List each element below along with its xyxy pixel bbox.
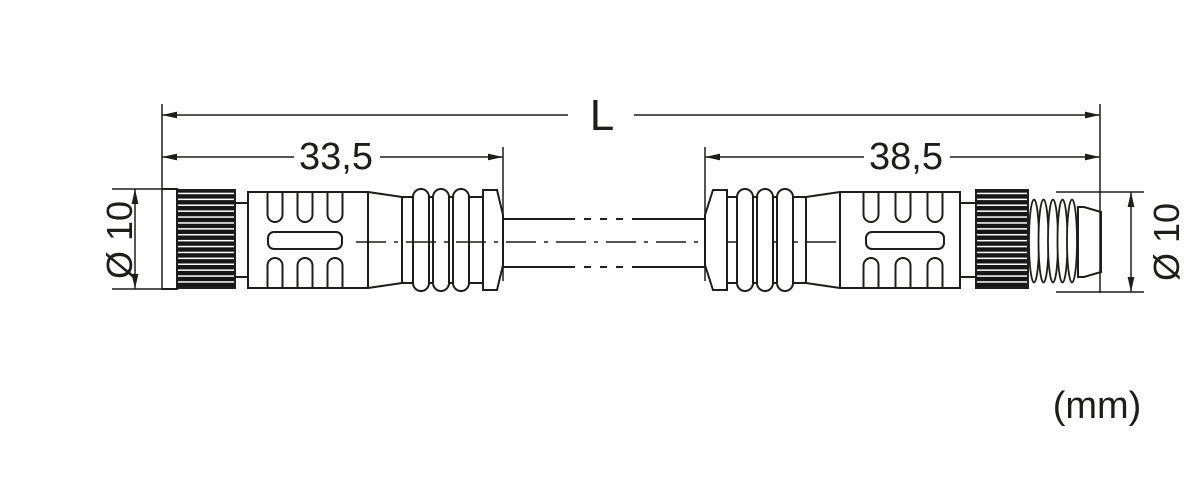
rib	[776, 188, 794, 292]
rib	[736, 188, 754, 292]
strain-relief	[704, 188, 807, 292]
grip-notch	[326, 191, 344, 223]
male-connector	[704, 188, 1102, 292]
knurled-nut	[176, 189, 236, 289]
dimension-right-connector-length: 38,5	[704, 136, 1100, 281]
connector-front-rim	[162, 188, 178, 290]
cable	[356, 218, 850, 268]
arrowhead	[1127, 192, 1135, 207]
dimension-label-left-length: 33,5	[299, 136, 373, 178]
label-slot	[267, 231, 343, 250]
grip-body	[839, 191, 961, 289]
arrowhead	[162, 153, 177, 161]
plug-tip	[1077, 206, 1102, 278]
unit-note: (mm)	[1053, 385, 1142, 427]
dimension-label-right-length: 38,5	[869, 136, 943, 178]
taper	[805, 191, 841, 289]
thread	[1028, 198, 1078, 284]
strain-relief	[402, 188, 504, 292]
grip-notch	[894, 257, 912, 289]
label-slot	[865, 231, 945, 250]
strain-relief-cap	[704, 189, 728, 291]
arrowhead	[162, 111, 177, 119]
arrowhead	[131, 274, 139, 289]
rib	[432, 188, 450, 292]
rib	[412, 188, 430, 292]
strain-relief-cap	[482, 189, 504, 291]
dimension-left-diameter: Ø 10	[99, 188, 178, 290]
arrowhead	[488, 153, 503, 161]
grip-notch	[926, 191, 944, 223]
rib	[452, 188, 470, 292]
dimension-label-left-diameter: Ø 10	[99, 201, 140, 279]
dimension-label-right-diameter: Ø 10	[1146, 203, 1187, 281]
arrowhead	[1127, 277, 1135, 292]
nut-neck	[960, 202, 976, 278]
dimension-right-diameter: Ø 10	[1056, 191, 1187, 293]
arrowhead	[1085, 111, 1100, 119]
grip-notch	[266, 257, 284, 289]
rib	[756, 188, 774, 292]
grip-notch	[296, 191, 314, 223]
knurled-nut	[975, 189, 1029, 289]
dimension-label-total-length: L	[590, 91, 614, 140]
grip-notch	[926, 257, 944, 289]
dimension-left-connector-length: 33,5	[162, 136, 504, 281]
grip-notch	[296, 257, 314, 289]
grip-notch	[326, 257, 344, 289]
grip-notch	[862, 191, 880, 223]
dimension-total-length: L	[161, 91, 1101, 293]
grip-notch	[894, 191, 912, 223]
arrowhead	[131, 189, 139, 204]
nut-neck	[235, 202, 248, 278]
taper	[367, 191, 403, 289]
grip-notch	[266, 191, 284, 223]
grip-notch	[862, 257, 880, 289]
arrowhead	[1085, 153, 1100, 161]
grip-body	[247, 191, 369, 289]
arrowhead	[705, 153, 720, 161]
female-connector	[162, 188, 504, 292]
